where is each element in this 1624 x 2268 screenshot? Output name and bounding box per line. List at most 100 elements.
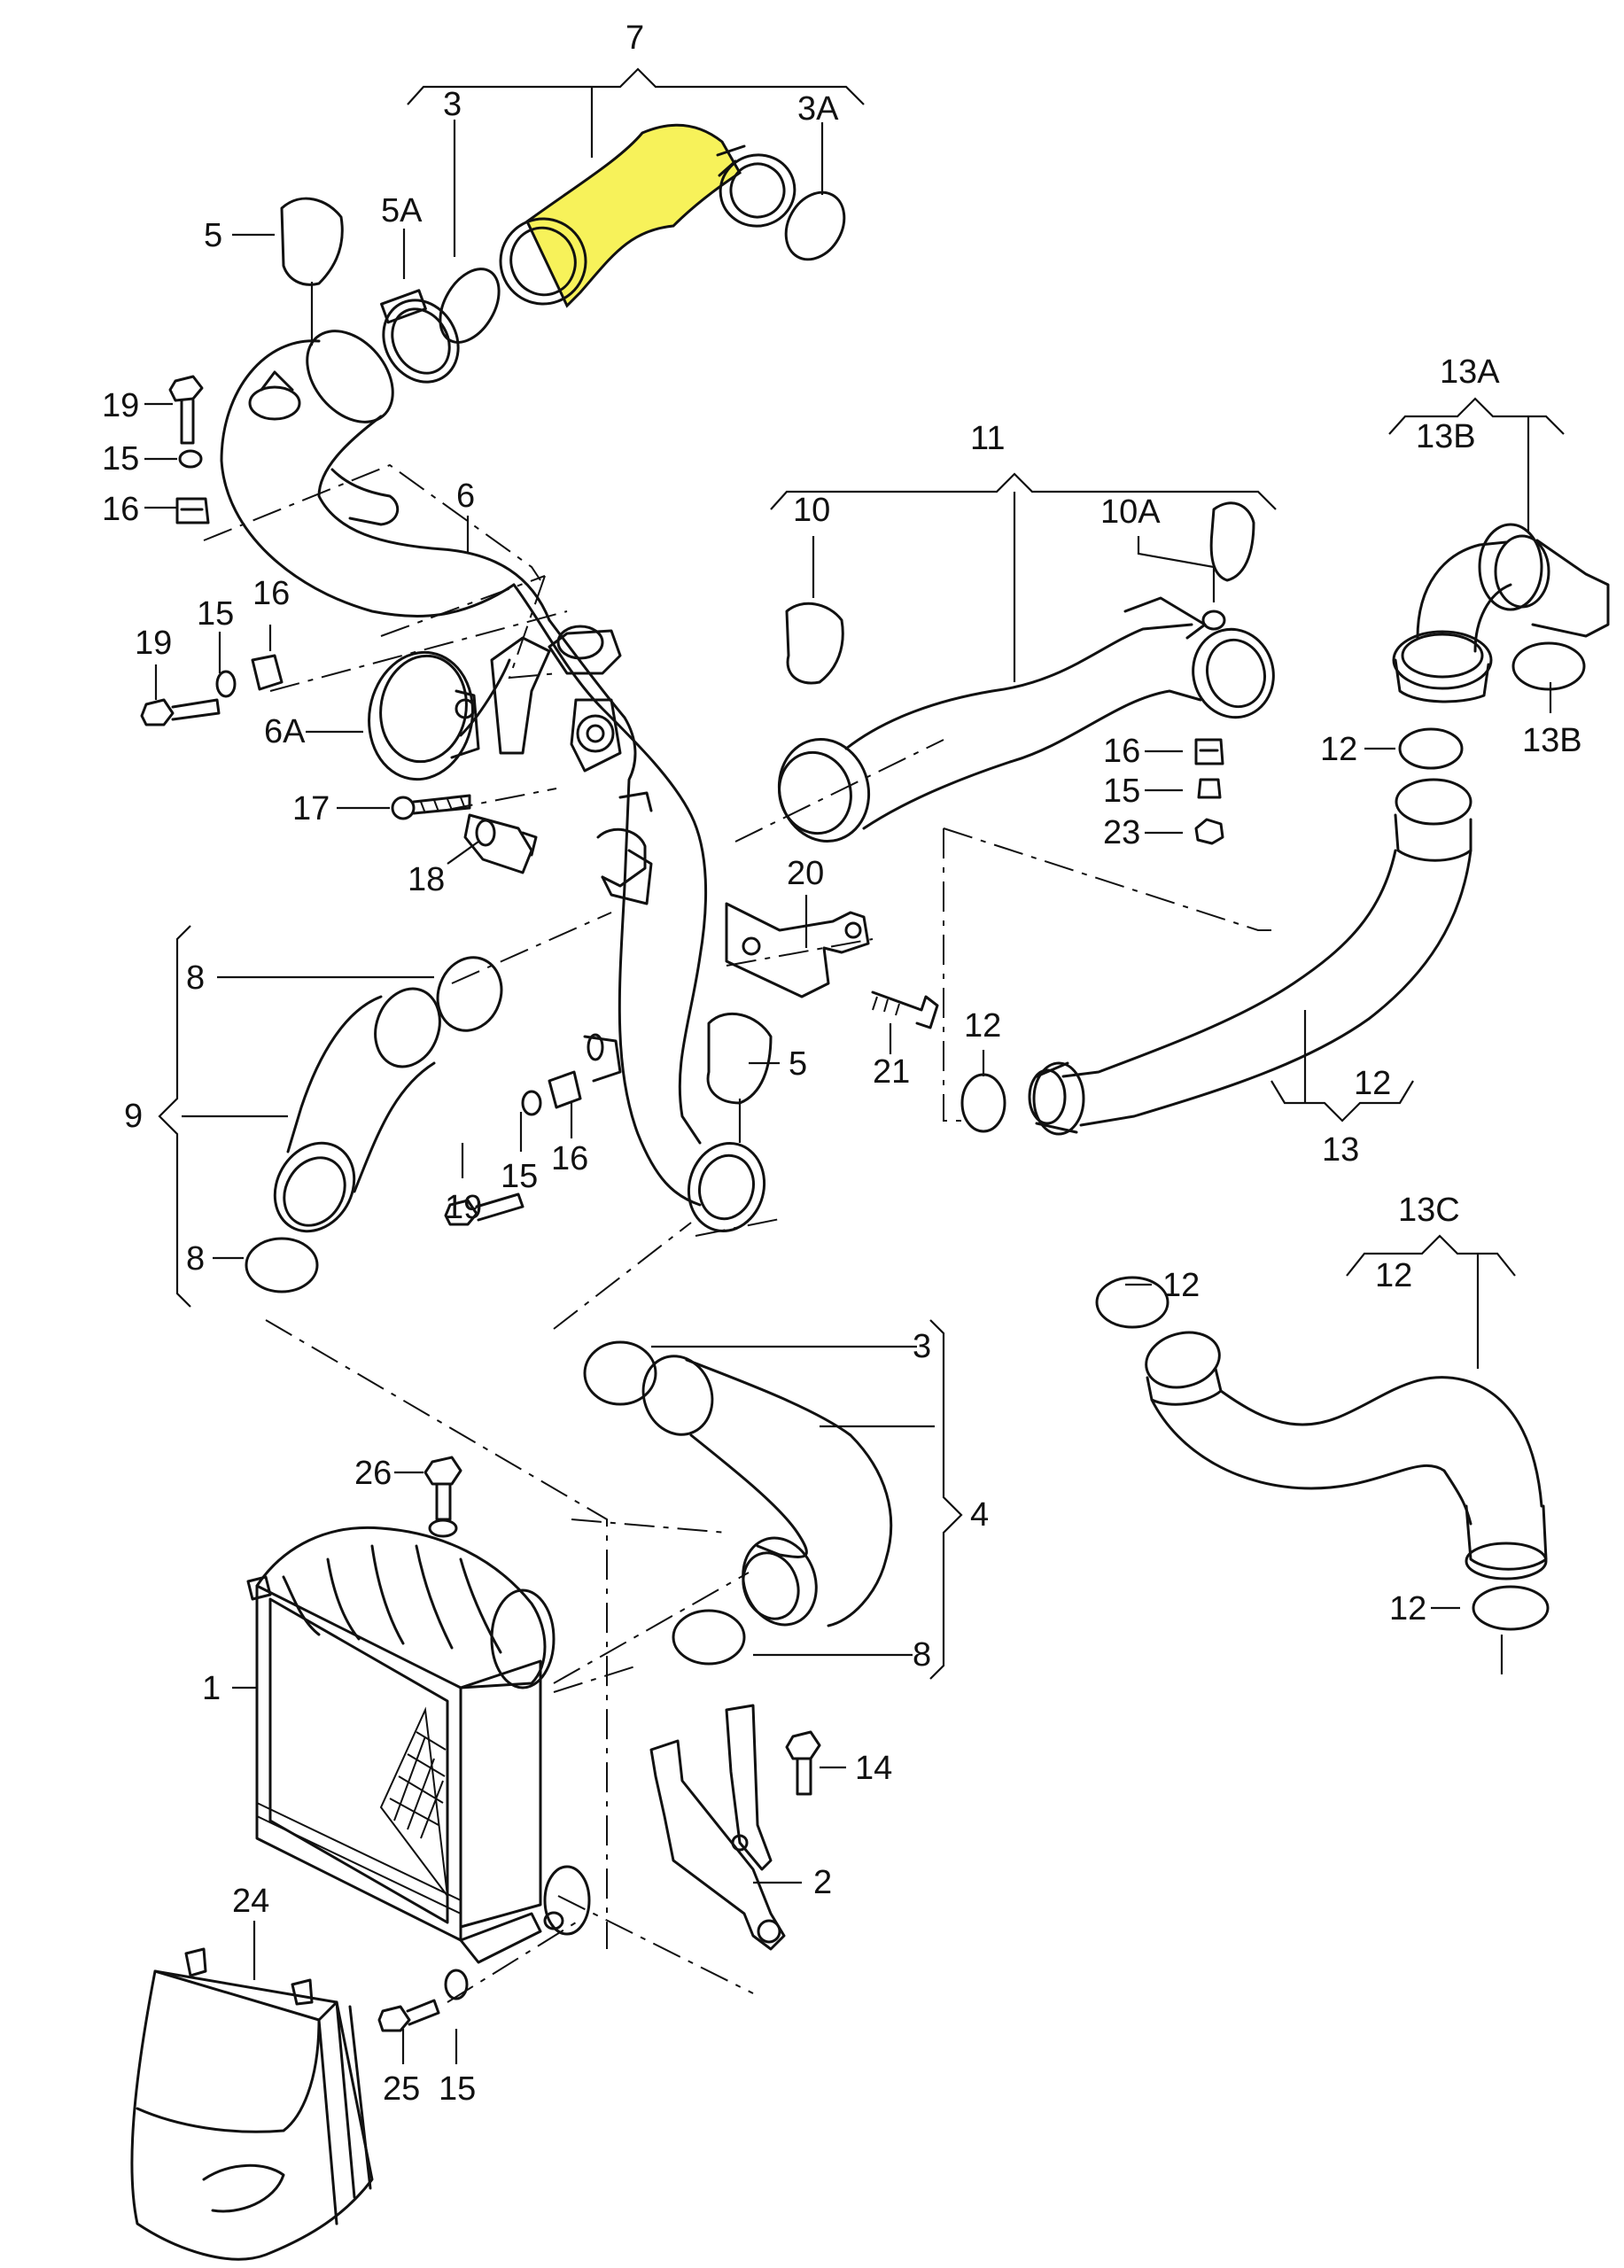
callout-13b-top: 13B (1416, 418, 1476, 455)
bolt-25 (377, 1999, 440, 2032)
callout-6a: 6A (264, 713, 306, 750)
actuator-6a (368, 636, 551, 781)
callout-14: 14 (855, 1750, 892, 1787)
grommet-16-low (548, 1070, 582, 1109)
seal-ring-3a (784, 190, 846, 261)
callout-26: 26 (354, 1455, 392, 1492)
washer-15-right (1197, 778, 1222, 799)
clip-5-mid (706, 1012, 773, 1105)
callout-12-f: 12 (1389, 1590, 1426, 1627)
bolt-26 (423, 1456, 462, 1538)
dash-dot-lines (203, 463, 1271, 2003)
bolt-21 (871, 990, 939, 1029)
seal-ring-12-d (1095, 1276, 1169, 1329)
seal-ring-8-top (436, 956, 503, 1032)
grommet-16-mid (251, 654, 284, 691)
grommet-16-right (1194, 738, 1224, 765)
seal-ring-3 (439, 268, 501, 344)
callout-10: 10 (793, 492, 830, 529)
washer-15-bottom (444, 1969, 469, 2000)
clip-10a-hole (1201, 610, 1226, 631)
callout-19-mid: 19 (135, 625, 172, 662)
callout-20: 20 (787, 855, 824, 892)
callout-12-a: 12 (1320, 731, 1357, 768)
callout-5a: 5A (381, 192, 423, 229)
callout-15-top: 15 (102, 440, 139, 478)
seal-ring-12-a (1398, 727, 1464, 770)
bolt-19-low (444, 1192, 524, 1226)
bracket-20 (725, 902, 870, 998)
callout-13a: 13A (1440, 353, 1500, 391)
highlighted-hose (525, 123, 742, 308)
callout-15-mid: 15 (197, 595, 234, 633)
leader-lines (144, 67, 1565, 2064)
hose-part-11 (777, 596, 1275, 843)
callout-16-mid: 16 (253, 575, 290, 612)
screw-17 (391, 794, 471, 820)
grommet-16-top (175, 497, 210, 524)
seal-ring-3-low (583, 1340, 657, 1406)
callout-2: 2 (813, 1864, 832, 1901)
callout-15-bottom: 15 (439, 2070, 476, 2108)
callout-8-low: 8 (913, 1636, 931, 1674)
washer-15-top (178, 449, 203, 469)
callout-3-low: 3 (913, 1328, 931, 1365)
callout-13: 13 (1322, 1131, 1359, 1169)
seal-ring-8-bottom (245, 1237, 319, 1293)
nut-23 (1194, 818, 1224, 845)
callout-10a: 10A (1100, 493, 1161, 531)
hose-part-9 (273, 987, 441, 1233)
callout-11: 11 (970, 420, 1005, 457)
callout-19-top: 19 (102, 387, 139, 424)
seal-ring-8-low (672, 1609, 746, 1666)
callout-13c: 13C (1398, 1192, 1460, 1229)
clip-5-top (280, 197, 344, 286)
washer-15-low (521, 1090, 542, 1116)
callout-18: 18 (408, 861, 445, 898)
clamp-5a (380, 289, 460, 384)
callout-7: 7 (626, 19, 644, 57)
callout-17: 17 (292, 790, 330, 827)
callout-16-low: 16 (551, 1140, 588, 1177)
callout-4: 4 (970, 1496, 989, 1534)
callout-16-top: 16 (102, 491, 139, 528)
callout-15-right: 15 (1103, 773, 1140, 810)
bolt-19-top (168, 375, 204, 445)
callout-3a: 3A (797, 90, 839, 128)
seal-ring-13b (1511, 641, 1586, 691)
intercooler-part-1 (246, 1526, 591, 1964)
callout-1: 1 (202, 1670, 221, 1707)
callout-21: 21 (873, 1053, 910, 1091)
callout-5-top: 5 (204, 217, 222, 254)
callout-9: 9 (124, 1098, 143, 1135)
callout-13b-side: 13B (1522, 722, 1582, 759)
callout-8-top: 8 (186, 959, 205, 997)
callout-19-low: 19 (445, 1189, 482, 1226)
bracket-2 (649, 1704, 786, 1951)
clip-10a (1209, 501, 1255, 582)
clip-10 (785, 602, 844, 685)
callout-12-c: 12 (1354, 1065, 1391, 1102)
hose-part-13a (1392, 523, 1610, 703)
hose-part-4 (641, 1355, 893, 1627)
callout-25: 25 (383, 2070, 420, 2108)
pipe-part-6 (220, 330, 766, 1233)
callout-8-bottom: 8 (186, 1240, 205, 1278)
bolt-14 (785, 1730, 821, 1796)
callout-6: 6 (456, 478, 475, 515)
hose-part-7-highlighted (499, 123, 796, 308)
callout-12-b: 12 (964, 1007, 1001, 1045)
seal-ring-12-f (1472, 1585, 1550, 1631)
washer-15-mid (215, 670, 237, 698)
bolt-19-mid (140, 698, 221, 726)
callout-12-d: 12 (1375, 1257, 1412, 1294)
callout-23: 23 (1103, 814, 1140, 851)
callout-labels: 7 3 3A 5 5A 19 15 16 6 15 16 19 6A 17 18… (102, 19, 1582, 2108)
hose-part-13 (1028, 778, 1472, 1136)
callout-16-right: 16 (1103, 733, 1140, 770)
sensor-18 (463, 813, 538, 874)
hose-part-13c (1145, 1331, 1548, 1581)
seal-ring-12-b (960, 1073, 1006, 1133)
callout-24: 24 (232, 1883, 269, 1920)
